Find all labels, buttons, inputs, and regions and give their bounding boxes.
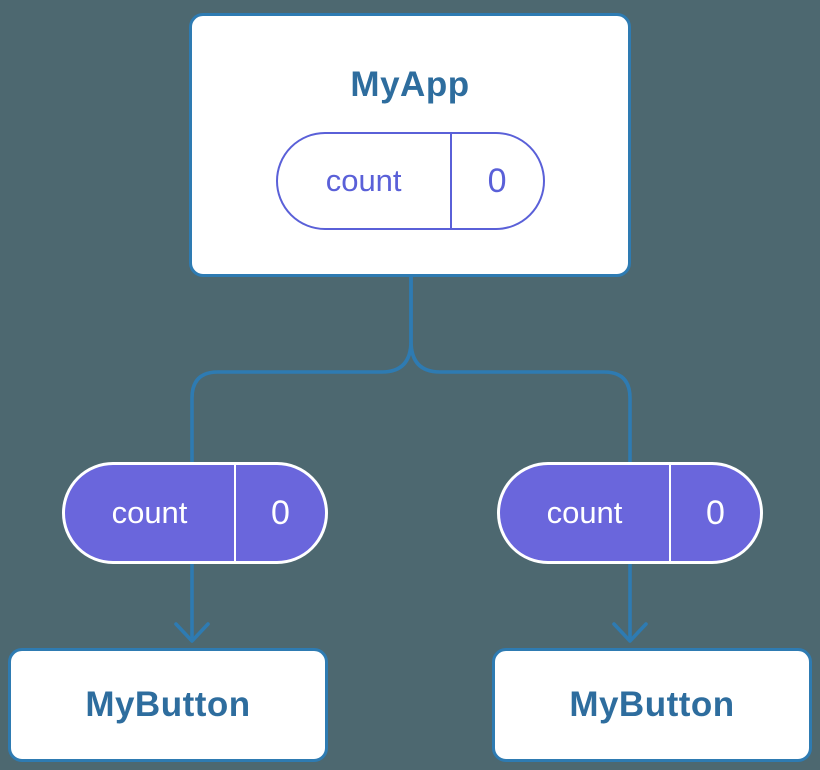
connector-right-branch	[409, 276, 632, 638]
arrow-down-icon	[174, 622, 210, 643]
prop-name-label: count	[546, 495, 623, 530]
prop-pill-name-section: count	[500, 465, 671, 561]
connector-left-branch	[190, 276, 413, 638]
component-title: MyButton	[85, 685, 251, 724]
state-name-label: count	[325, 163, 402, 198]
prop-pill-value-section: 0	[671, 465, 760, 561]
component-title: MyApp	[350, 65, 470, 104]
state-pill-name-section: count	[278, 134, 452, 228]
component-box-mybutton-left: MyButton	[8, 648, 328, 762]
prop-name-label: count	[111, 495, 188, 530]
prop-pill-name-section: count	[65, 465, 236, 561]
component-box-mybutton-right: MyButton	[492, 648, 812, 762]
prop-pill-value-section: 0	[236, 465, 325, 561]
state-pill-value-section: 0	[452, 134, 543, 228]
state-value-label: 0	[487, 161, 507, 200]
component-box-myapp: MyApp count 0	[189, 13, 631, 277]
prop-pill-right: count 0	[497, 462, 763, 564]
arrow-down-icon	[612, 622, 648, 643]
prop-value-label: 0	[271, 493, 290, 532]
prop-value-label: 0	[706, 493, 725, 532]
state-pill-myapp: count 0	[275, 132, 545, 230]
prop-pill-left: count 0	[62, 462, 328, 564]
component-title: MyButton	[569, 685, 735, 724]
